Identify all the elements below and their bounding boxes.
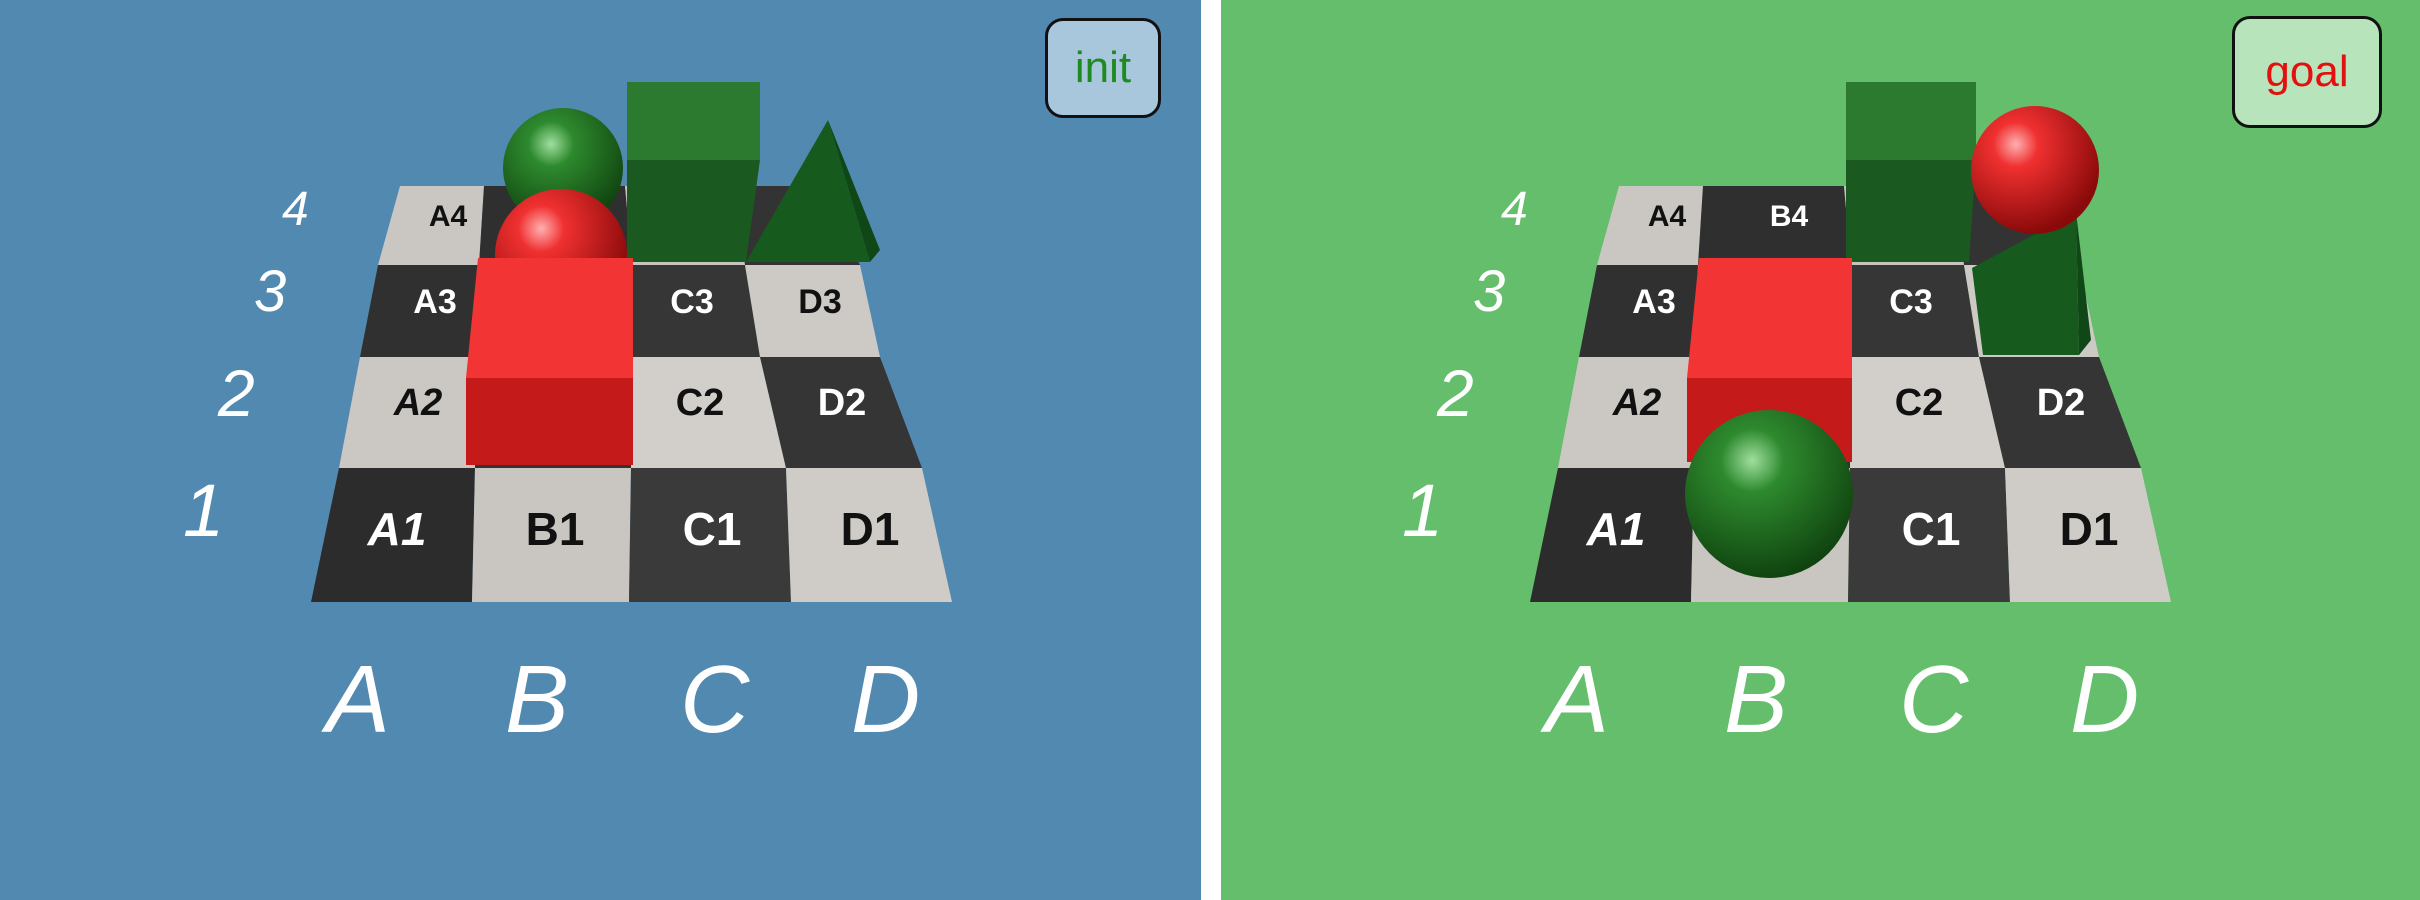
goal-badge: goal xyxy=(2232,16,2382,128)
tile-label-b1: B1 xyxy=(526,503,585,555)
tile-label-d2: D2 xyxy=(2037,382,2086,424)
column-label-d: D xyxy=(851,646,921,753)
tile-c3 xyxy=(1851,265,1979,357)
column-label-b: B xyxy=(1724,646,1789,753)
tile-b1 xyxy=(472,468,631,602)
tile-c2 xyxy=(631,357,786,468)
tile-d1 xyxy=(786,468,952,602)
tile-a2 xyxy=(339,357,477,468)
tile-label-c2: C2 xyxy=(676,382,725,424)
green-cube xyxy=(627,82,760,262)
tile-a4 xyxy=(378,186,484,265)
tile-label-c1: C1 xyxy=(1902,503,1961,555)
tile-d2 xyxy=(1979,357,2141,468)
column-label-b: B xyxy=(505,646,570,753)
tile-a2 xyxy=(1558,357,1696,468)
tile-label-b4: B4 xyxy=(1770,200,1809,233)
red-cube xyxy=(466,258,633,465)
tile-a3 xyxy=(1579,265,1698,357)
tile-label-a1: A1 xyxy=(367,503,427,555)
green-sphere xyxy=(1685,410,1853,578)
green-cube xyxy=(1846,82,1976,262)
column-label-a: A xyxy=(1545,646,1610,753)
row-label-2: 2 xyxy=(218,356,255,430)
tile-label-a3: A3 xyxy=(413,283,456,321)
tile-label-c3: C3 xyxy=(670,283,713,321)
tile-a4 xyxy=(1597,186,1703,265)
init-panel: A1 B1 C1 D1 A2 C2 D2 A3 C3 D3 A4 init 1 … xyxy=(0,0,1201,900)
tile-label-d1: D1 xyxy=(841,503,900,555)
tile-label-d2: D2 xyxy=(818,382,867,424)
init-badge: init xyxy=(1045,18,1161,118)
tile-label-d1: D1 xyxy=(2060,503,2119,555)
tile-d2 xyxy=(760,357,922,468)
tile-label-d3: D3 xyxy=(798,283,841,321)
tile-d1 xyxy=(2005,468,2171,602)
row-label-4: 4 xyxy=(1501,183,1528,236)
tile-c1 xyxy=(629,468,791,602)
row-label-3: 3 xyxy=(1473,259,1506,324)
tile-b4 xyxy=(1698,186,1851,265)
tile-label-c1: C1 xyxy=(683,503,742,555)
tile-label-a1: A1 xyxy=(1586,503,1646,555)
column-label-c: C xyxy=(1899,646,1969,753)
tile-label-a4: A4 xyxy=(1648,200,1687,233)
green-pyramid xyxy=(1972,212,2091,355)
tile-label-a2: A2 xyxy=(1612,382,1662,424)
goal-panel: A1 C1 D1 A2 C2 D2 A3 C3 A4 B4 goal 1 2 3 xyxy=(1221,0,2420,900)
row-label-2: 2 xyxy=(1437,356,1474,430)
tile-a1 xyxy=(1530,468,1694,602)
row-label-4: 4 xyxy=(282,183,309,236)
row-label-1: 1 xyxy=(1402,469,1444,552)
column-label-c: C xyxy=(680,646,750,753)
row-label-3: 3 xyxy=(254,259,287,324)
tile-a3 xyxy=(360,265,479,357)
red-sphere xyxy=(1971,106,2099,234)
tile-d3 xyxy=(745,265,880,357)
tile-label-a4: A4 xyxy=(429,200,468,233)
tile-label-a3: A3 xyxy=(1632,283,1675,321)
tile-label-c2: C2 xyxy=(1895,382,1944,424)
init-board-scene: A1 B1 C1 D1 A2 C2 D2 A3 C3 D3 A4 xyxy=(311,82,952,602)
tile-c2 xyxy=(1850,357,2005,468)
goal-board-scene: A1 C1 D1 A2 C2 D2 A3 C3 A4 B4 xyxy=(1530,82,2171,602)
tile-a1 xyxy=(311,468,475,602)
tile-label-c3: C3 xyxy=(1889,283,1932,321)
tile-c1 xyxy=(1848,468,2010,602)
tile-c3 xyxy=(632,265,760,357)
tile-label-a2: A2 xyxy=(393,382,443,424)
green-pyramid xyxy=(746,120,880,262)
row-label-1: 1 xyxy=(183,469,225,552)
column-label-a: A xyxy=(326,646,391,753)
column-label-d: D xyxy=(2070,646,2140,753)
